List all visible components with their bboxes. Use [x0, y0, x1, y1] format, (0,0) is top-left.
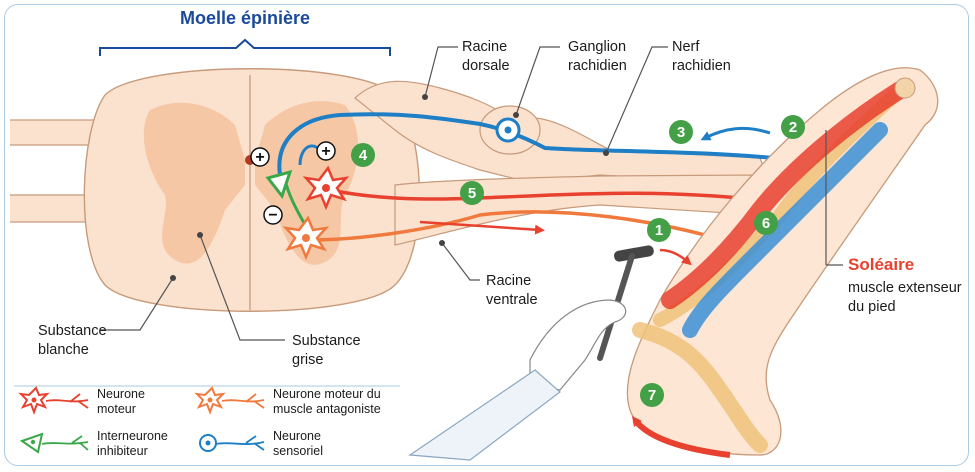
sensory-nucleus — [505, 127, 512, 134]
afferent-arrow — [705, 128, 770, 138]
step-badge-1: 1 — [647, 218, 671, 242]
step-badge-7: 7 — [640, 383, 664, 407]
step-badge-6: 6 — [754, 211, 778, 235]
label-substance-grise: Substance grise — [292, 333, 365, 368]
spinal-cord-brace — [100, 40, 390, 56]
svg-text:−: − — [268, 207, 277, 224]
step-badge-2: 2 — [781, 115, 805, 139]
label-soleaire: Soléaire — [848, 255, 914, 274]
hand — [530, 300, 626, 390]
svg-text:1: 1 — [655, 222, 663, 239]
sign-minus: − — [264, 206, 282, 224]
ganglion-leader — [516, 47, 560, 115]
label-racine-dorsale: Racine dorsale — [462, 39, 511, 74]
step-badge-4: 4 — [351, 143, 375, 167]
svg-text:4: 4 — [359, 147, 368, 164]
step-badge-5: 5 — [460, 181, 484, 205]
svg-text:2: 2 — [789, 119, 797, 136]
step-badge-3: 3 — [669, 120, 693, 144]
svg-text:+: + — [321, 143, 330, 160]
label-racine-ventrale: Racine ventrale — [486, 273, 538, 308]
title: Moelle épinière — [180, 8, 310, 28]
svg-text:5: 5 — [468, 185, 476, 202]
svg-text:6: 6 — [762, 215, 770, 232]
motor-neuron-nucleus — [322, 184, 330, 192]
label-substance-blanche: Substance blanche — [38, 323, 111, 358]
label-muscle-desc: muscle extenseur du pied — [848, 280, 966, 315]
sign-plus-1: + — [251, 148, 269, 166]
label-nerf: Nerf rachidien — [672, 39, 731, 74]
label-ganglion: Ganglion rachidien — [568, 39, 630, 74]
svg-text:+: + — [255, 149, 264, 166]
knee-joint — [895, 78, 915, 98]
svg-text:3: 3 — [677, 124, 685, 141]
sleeve — [410, 370, 560, 460]
racine-ventrale-leader — [442, 243, 480, 280]
svg-text:7: 7 — [648, 387, 656, 404]
antagonist-neuron-nucleus — [302, 234, 310, 242]
sign-plus-2: + — [317, 142, 335, 160]
tap-arrow — [660, 250, 688, 262]
